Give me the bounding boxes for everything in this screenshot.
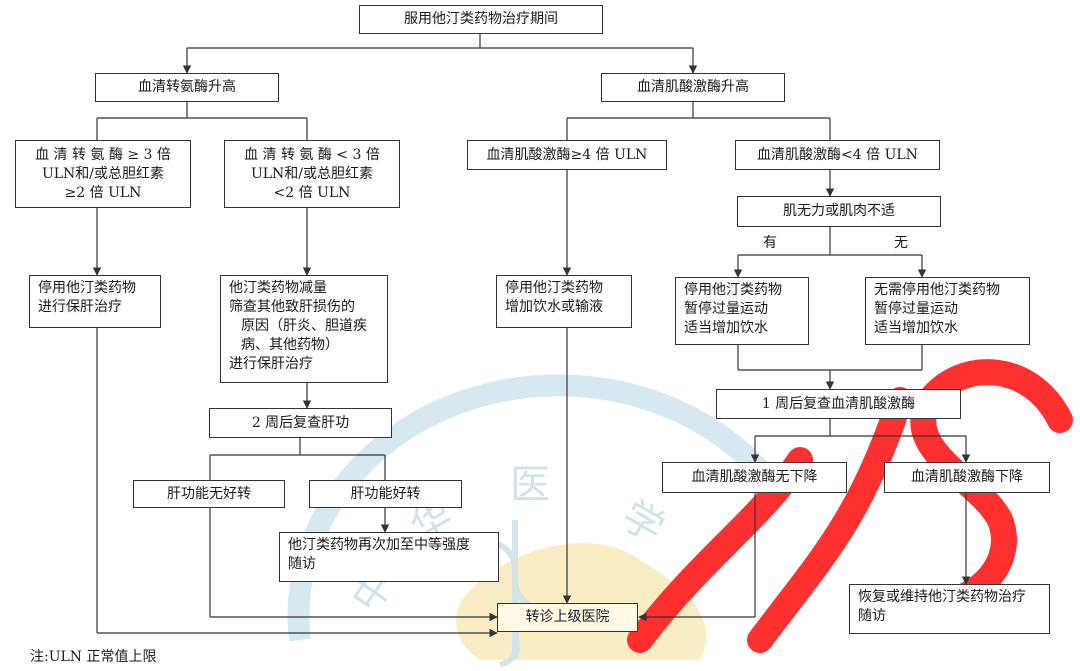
transaminase-stop-box: 停用他汀类药物 进行保肝治疗 xyxy=(29,275,161,328)
text-line: 筛查其他致肝损伤的 xyxy=(229,299,355,315)
text-line: 血 清 转 氨 酶 ≥ 3 倍 xyxy=(35,146,171,163)
text-line: 病、其他药物） xyxy=(241,337,339,353)
referral-label: 转诊上级医院 xyxy=(525,609,610,625)
ck-high-box: 血清肌酸激酶≥4 倍 ULN xyxy=(467,140,667,170)
text-line: 随访 xyxy=(858,608,886,624)
text-line: 他汀类药物再次加至中等强度 xyxy=(288,537,470,553)
transaminase-label: 血清转氨酶升高 xyxy=(138,79,236,95)
text-line: ≥2 倍 ULN xyxy=(64,184,142,201)
transaminase-low-box: 血 清 转 氨 酶 < 3 倍 ULN和/或总胆红素 <2 倍 ULN xyxy=(224,140,400,208)
transaminase-box: 血清转氨酶升高 xyxy=(95,73,279,102)
text-line: 血 清 转 氨 酶 < 3 倍 xyxy=(244,146,380,163)
text-line: 随访 xyxy=(288,556,316,572)
ck-low-box: 血清肌酸激酶<4 倍 ULN xyxy=(735,140,940,170)
text-line: 恢复或维持他汀类药物治疗 xyxy=(858,589,1026,605)
ck-high-label: 血清肌酸激酶≥4 倍 ULN xyxy=(486,146,648,163)
liver-recheck-label: 2 周后复查肝功 xyxy=(251,414,350,431)
text-line: 暂停过量运动 xyxy=(684,301,768,317)
transaminase-reduce-box: 他汀类药物减量 筛查其他致肝损伤的 原因（肝炎、胆道疾 病、其他药物） 进行保肝… xyxy=(220,275,388,383)
transaminase-high-box: 血 清 转 氨 酶 ≥ 3 倍 ULN和/或总胆红素 ≥2 倍 ULN xyxy=(15,140,191,208)
no-label: 无 xyxy=(894,235,908,251)
text-line: <2 倍 ULN xyxy=(273,184,351,201)
ck-yes-action-box: 停用他汀类药物 暂停过量运动 适当增加饮水 xyxy=(675,277,809,345)
text-line: 停用他汀类药物 xyxy=(684,282,782,298)
liver-improve-box: 肝功能好转 xyxy=(309,480,462,508)
resume-box: 他汀类药物再次加至中等强度 随访 xyxy=(279,532,499,582)
ck-recheck-box: 1 周后复查血清肌酸激酶 xyxy=(716,389,961,419)
ck-high-action-box: 停用他汀类药物 增加饮水或输液 xyxy=(496,275,632,328)
ck-label: 血清肌酸激酶升高 xyxy=(637,79,749,95)
text-line: 原因（肝炎、胆道疾 xyxy=(241,318,367,334)
watermark-char-3: 医 xyxy=(510,462,550,508)
footnote: 注:ULN 正常值上限 xyxy=(30,649,157,665)
liver-no-improve-box: 肝功能无好转 xyxy=(133,480,285,508)
text-line: 适当增加饮水 xyxy=(684,320,768,336)
ck-continue-box: 恢复或维持他汀类药物治疗 随访 xyxy=(849,584,1050,634)
ck-not-down-box: 血清肌酸激酶无下降 xyxy=(662,462,847,493)
referral-box: 转诊上级医院 xyxy=(497,603,638,632)
text-line: 暂停过量运动 xyxy=(874,301,958,317)
text-line: 适当增加饮水 xyxy=(874,320,958,336)
ck-no-action-box: 无需停用他汀类药物 暂停过量运动 适当增加饮水 xyxy=(865,277,1030,345)
root-label: 服用他汀类药物治疗期间 xyxy=(404,11,558,27)
ck-box: 血清肌酸激酶升高 xyxy=(601,73,785,102)
text-line: 无需停用他汀类药物 xyxy=(874,282,1000,298)
ck-recheck-label: 1 周后复查血清肌酸激酶 xyxy=(761,395,916,412)
ck-down-box: 血清肌酸激酶下降 xyxy=(884,462,1050,493)
ck-not-down-label: 血清肌酸激酶无下降 xyxy=(691,469,818,485)
text-line: ULN和/或总胆红素 xyxy=(250,165,374,182)
liver-improve-label: 肝功能好转 xyxy=(350,485,421,502)
text-line: 增加饮水或输液 xyxy=(505,299,603,315)
symptom-label: 肌无力或肌肉不适 xyxy=(783,203,895,219)
text-line: ULN和/或总胆红素 xyxy=(41,165,165,182)
ck-down-label: 血清肌酸激酶下降 xyxy=(911,469,1023,485)
text-line: 进行保肝治疗 xyxy=(38,299,122,315)
ck-low-label: 血清肌酸激酶<4 倍 ULN xyxy=(757,146,918,163)
root-box: 服用他汀类药物治疗期间 xyxy=(359,5,603,34)
symptom-box: 肌无力或肌肉不适 xyxy=(737,196,941,227)
yes-label: 有 xyxy=(763,235,777,251)
text-line: 他汀类药物减量 xyxy=(229,280,327,296)
text-line: 停用他汀类药物 xyxy=(505,280,603,296)
liver-recheck-box: 2 周后复查肝功 xyxy=(209,408,392,438)
text-line: 停用他汀类药物 xyxy=(38,280,136,296)
text-line: 进行保肝治疗 xyxy=(229,356,313,372)
liver-no-improve-label: 肝功能无好转 xyxy=(167,485,251,502)
